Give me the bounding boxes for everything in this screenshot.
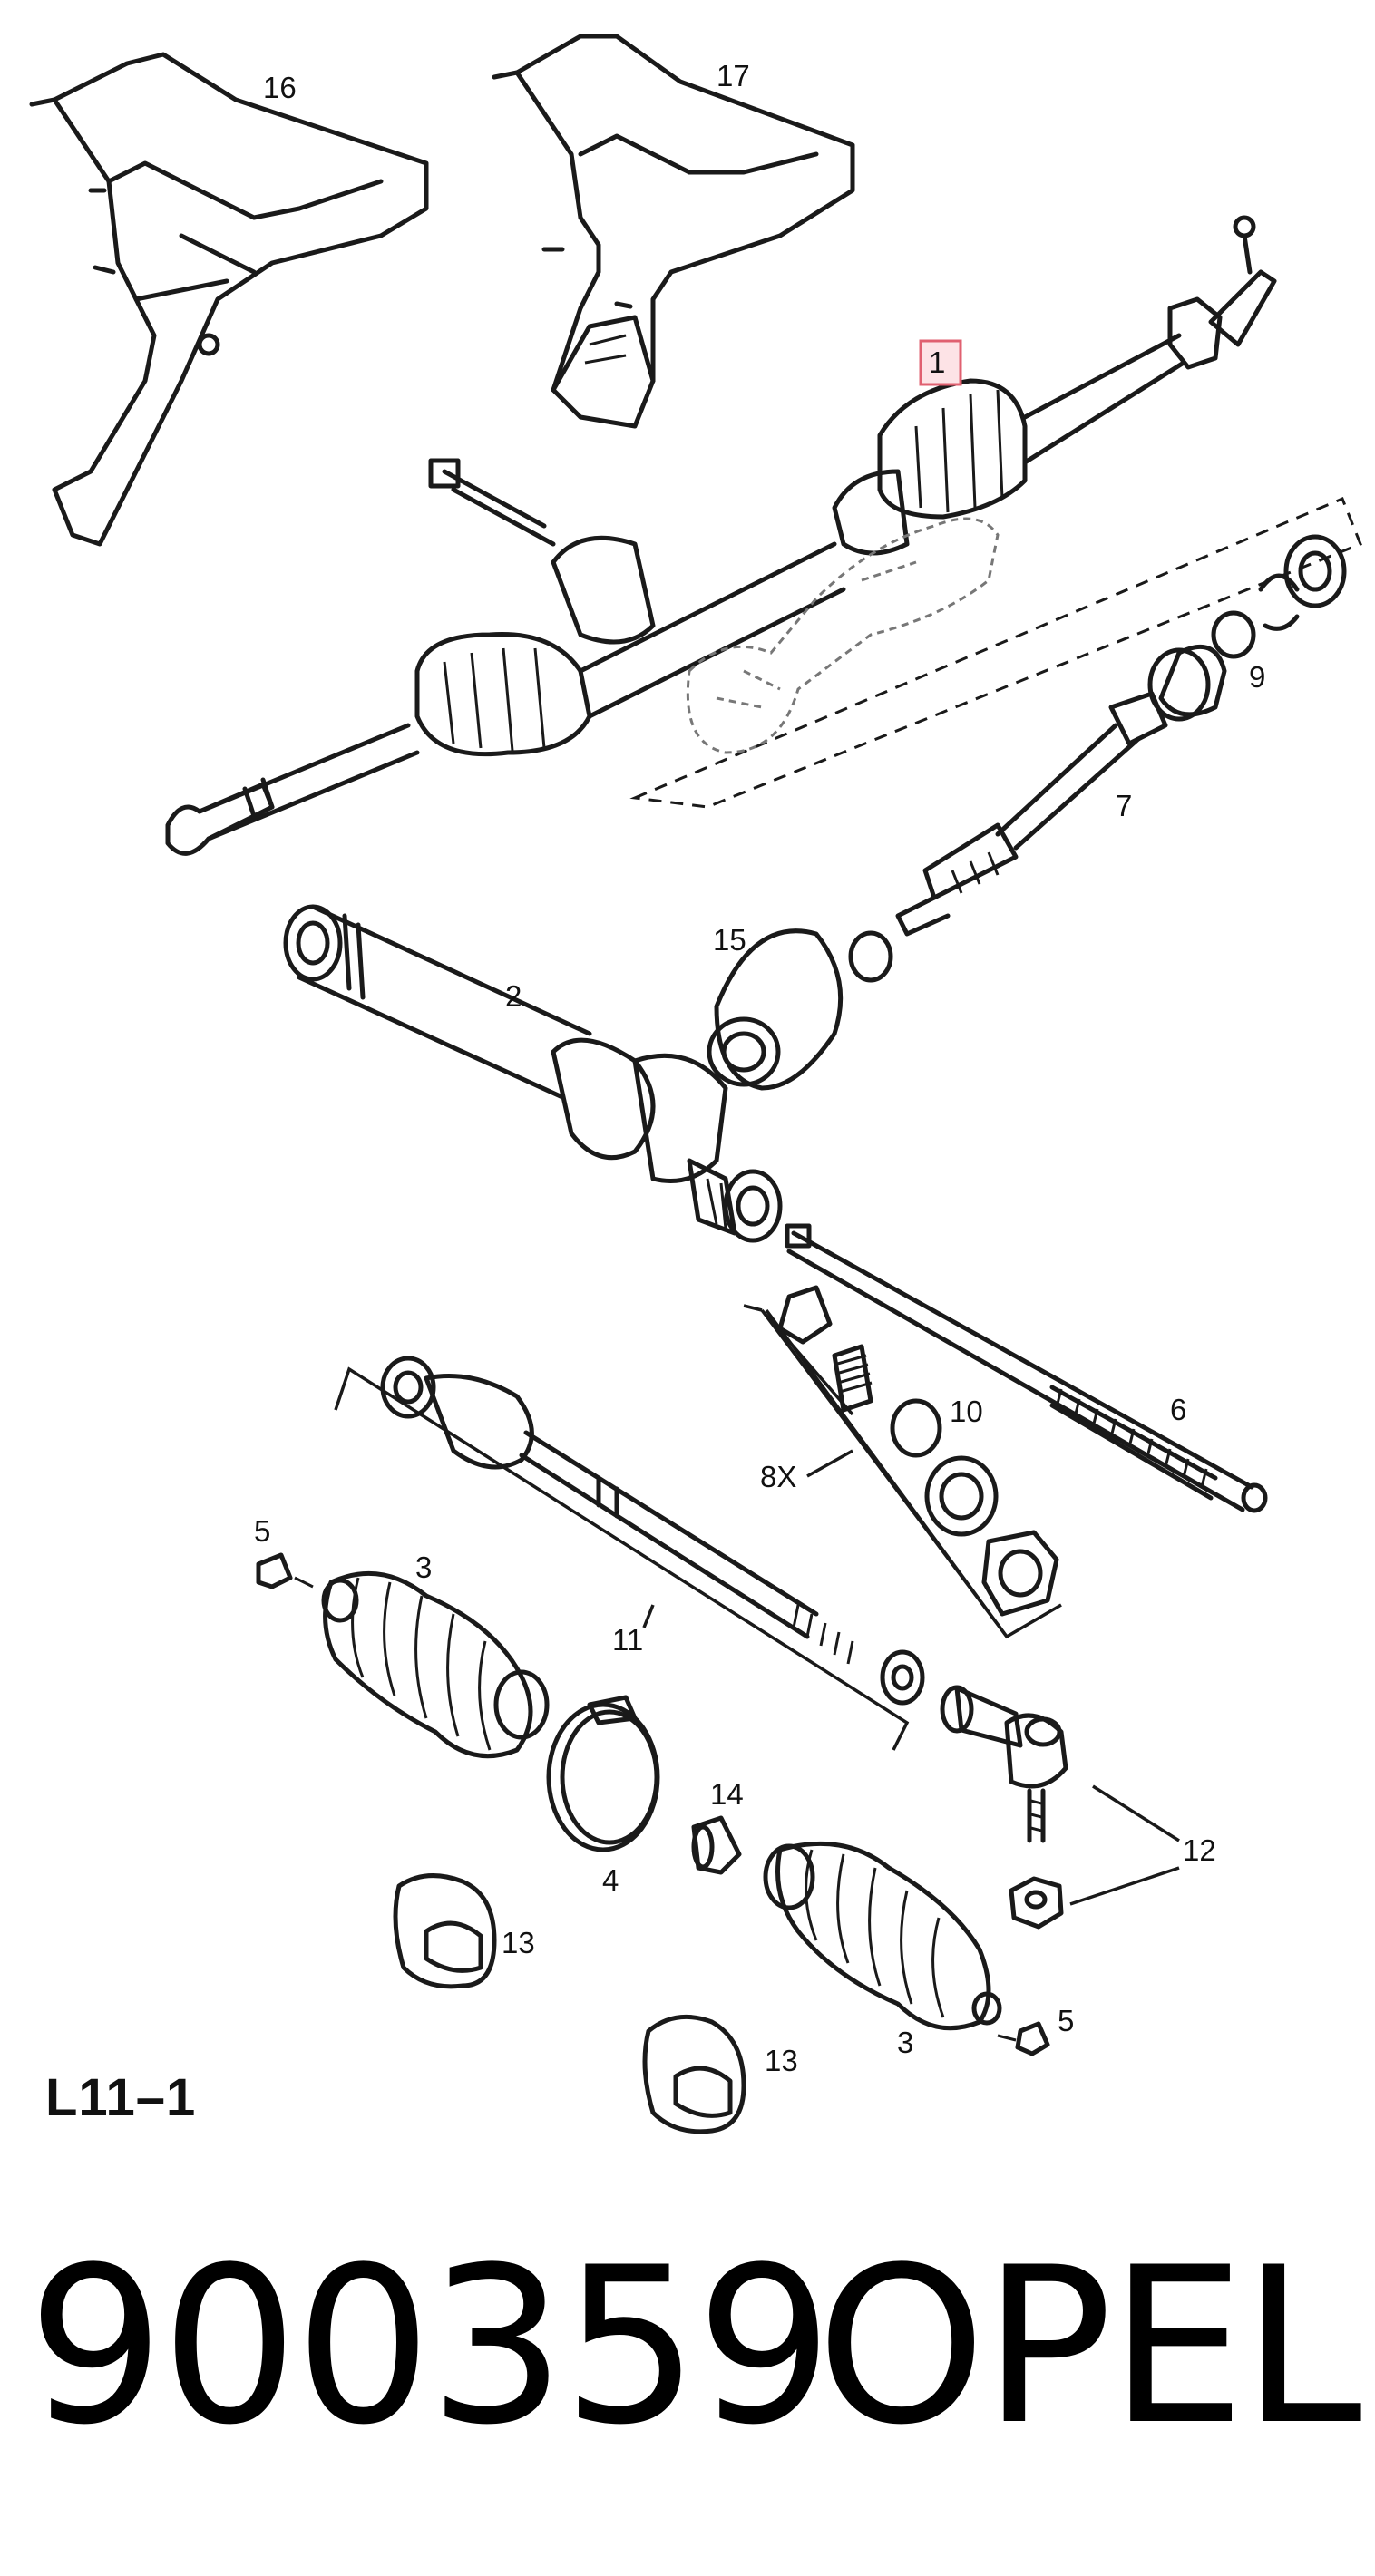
steering-gear-exploded-diagram: 1 9 7 15: [29, 34, 1362, 2134]
part-1-steering-rack-assembly: [165, 215, 1277, 856]
part-12-tie-rod-end: [940, 1685, 1180, 1930]
callout-10: 10: [950, 1395, 983, 1428]
callout-14: 14: [710, 1777, 744, 1811]
part-4-clamp: [546, 1695, 660, 1852]
part-number: 900359: [27, 2221, 834, 2473]
part-3-bellows-right: [763, 1841, 1002, 2031]
callout-6: 6: [1170, 1393, 1186, 1426]
diagram-code-label: L11–1: [45, 2068, 197, 2127]
callout-5-left: 5: [254, 1514, 270, 1548]
callout-16: 16: [263, 71, 297, 104]
part-13-mount-lower: [642, 2014, 746, 2134]
callout-9: 9: [1249, 660, 1265, 694]
callout-1: 1: [929, 345, 945, 379]
callout-17: 17: [717, 59, 750, 92]
part-8-thrust-piece-set: [743, 1285, 1062, 1639]
callout-11-leader: [642, 1604, 655, 1628]
callout-3-left: 3: [415, 1550, 432, 1584]
callout-7: 7: [1116, 789, 1132, 822]
callout-8-leader: [806, 1449, 853, 1478]
part-14-bush: [691, 1815, 742, 1875]
part-3-bellows-left: [321, 1570, 550, 1759]
part-17-bracket: [492, 34, 855, 429]
callout-5-right: 5: [1058, 2004, 1074, 2037]
callout-2: 2: [505, 979, 522, 1013]
callout-11: 11: [612, 1623, 643, 1657]
part-6-steering-rack: [785, 1223, 1268, 1513]
part-16-bracket: [29, 52, 429, 547]
part-15-pinion-cover: [707, 928, 844, 1091]
callout-13-lower: 13: [765, 2044, 798, 2077]
callout-15: 15: [713, 923, 746, 957]
pinion-detail-region: [629, 497, 1362, 809]
part-9-bearing-set: [1147, 534, 1347, 722]
callout-4: 4: [602, 1863, 619, 1897]
part-11-tie-rod: [334, 1356, 925, 1751]
part-7-pinion-shaft: [848, 691, 1168, 983]
callout-8: 8X: [760, 1460, 796, 1493]
callout-13-upper: 13: [502, 1926, 535, 1959]
callout-12: 12: [1183, 1833, 1216, 1867]
callout-3-right: 3: [897, 2026, 913, 2059]
part-5-clip-left: [256, 1552, 314, 1589]
part-13-mount-upper: [393, 1873, 497, 1989]
callout-1-highlight-box: [919, 339, 962, 386]
brand-name: OPEL: [816, 2221, 1362, 2473]
part-5-clip-right: [997, 2021, 1050, 2056]
part-2-steering-housing: [283, 904, 783, 1243]
